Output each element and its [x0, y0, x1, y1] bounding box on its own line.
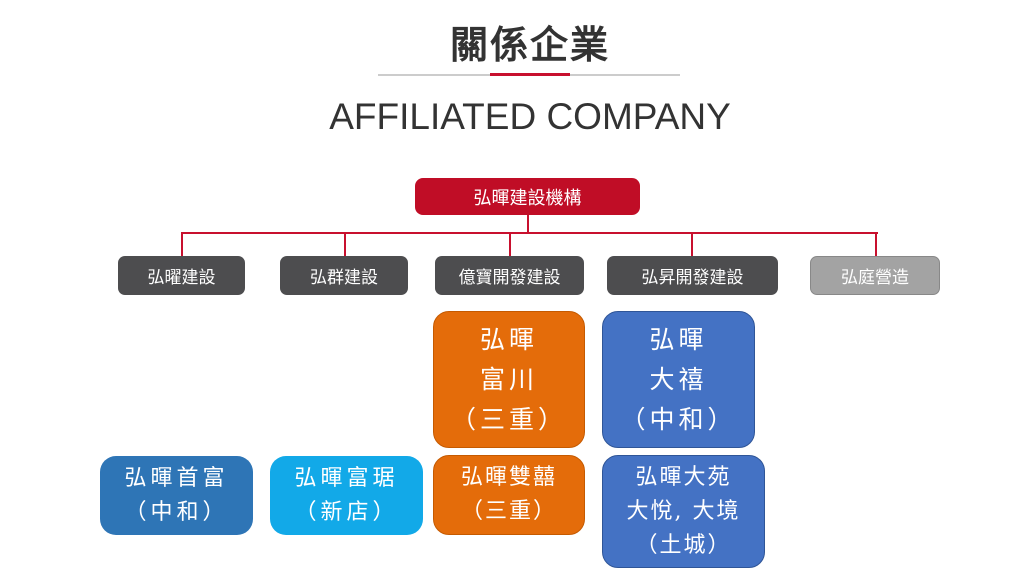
title-divider-accent	[490, 73, 570, 76]
connector-line	[691, 232, 693, 256]
project-node: 弘暉首富 （中和）	[100, 456, 253, 535]
division-node: 弘曜建設	[118, 256, 245, 295]
division-node: 弘庭營造	[810, 256, 940, 295]
project-node: 弘暉 富川 （三重）	[433, 311, 585, 448]
division-node: 弘群建設	[280, 256, 408, 295]
project-node: 弘暉富琚 （新店）	[270, 456, 423, 535]
page-title: 關係企業	[449, 23, 610, 67]
page-subtitle: AFFILIATED COMPANY	[329, 96, 731, 137]
project-node: 弘暉 大禧 （中和）	[602, 311, 755, 448]
connector-line	[509, 232, 511, 256]
division-node: 弘昇開發建設	[607, 256, 778, 295]
project-node: 弘暉雙囍 （三重）	[433, 455, 585, 535]
connector-line	[181, 232, 183, 256]
connector-line	[344, 232, 346, 256]
connector-line	[875, 232, 877, 256]
project-node: 弘暉大苑 大悅, 大境 （土城）	[602, 455, 765, 568]
division-node: 億寶開發建設	[435, 256, 584, 295]
connector-line	[527, 215, 529, 233]
root-node: 弘暉建設機構	[415, 178, 640, 215]
connector-line	[181, 232, 878, 234]
